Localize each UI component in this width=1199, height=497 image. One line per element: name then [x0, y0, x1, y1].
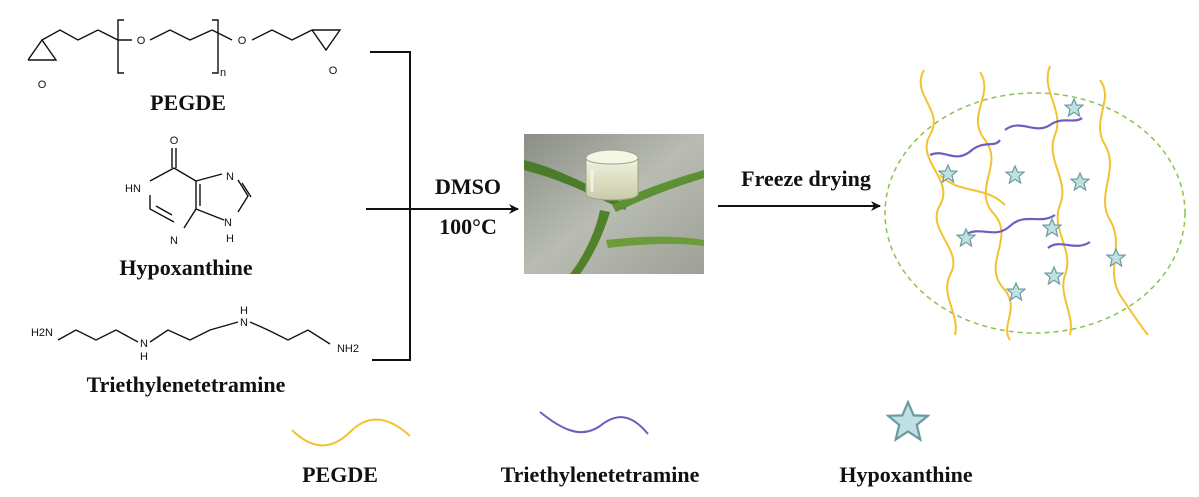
- pegde-oxygen-2: O: [238, 35, 247, 47]
- pegde-oxygen-1: O: [137, 35, 146, 47]
- hypoxanthine-structure: [149, 148, 252, 229]
- teta-nh2: NH2: [337, 343, 359, 355]
- teta-chains: [929, 117, 1091, 249]
- pegde-epoxide-oxygen-1: O: [38, 79, 47, 91]
- legend-teta-swatch: [539, 411, 649, 435]
- legend-hypoxanthine-label: Hypoxanthine: [839, 462, 972, 487]
- hypoxanthine-stars: [938, 98, 1126, 301]
- temperature-label: 100°C: [439, 214, 497, 239]
- network-boundary: [884, 92, 1186, 334]
- teta-nh-1: N: [140, 338, 148, 350]
- reactant-bracket: [366, 51, 519, 361]
- legend: PEGDE Triethylenetetramine Hypoxanthine: [291, 401, 973, 487]
- teta-h2n: H2N: [31, 327, 53, 339]
- hydrogel-network: [884, 65, 1186, 341]
- hypoxanthine-label: Hypoxanthine: [119, 255, 252, 280]
- hypoxanthine-n9-h: H: [226, 233, 234, 245]
- legend-pegde-label: PEGDE: [302, 462, 378, 487]
- hypoxanthine-n3: N: [170, 235, 178, 247]
- hypoxanthine-n9: N: [224, 217, 232, 229]
- hydrogel-photo: [524, 134, 704, 274]
- legend-pegde-swatch: [291, 418, 411, 447]
- pegde-chains: [919, 65, 1149, 341]
- legend-hypoxanthine-star: [887, 401, 929, 441]
- teta-structure: [57, 321, 331, 345]
- solvent-label: DMSO: [435, 174, 501, 199]
- legend-teta-label: Triethylenetetramine: [501, 462, 700, 487]
- hypoxanthine-n7: N: [226, 171, 234, 183]
- process-label: Freeze drying: [741, 166, 871, 191]
- teta-nh-2: N: [240, 317, 248, 329]
- hypoxanthine-hn: HN: [125, 183, 141, 195]
- hypoxanthine-oxygen: O: [170, 135, 179, 147]
- teta-nh-2-h: H: [240, 305, 248, 317]
- pegde-label: PEGDE: [150, 90, 226, 115]
- teta-nh-1-h: H: [140, 351, 148, 363]
- pegde-structure: [27, 19, 342, 74]
- pegde-repeat-n: n: [220, 67, 226, 79]
- pegde-epoxide-oxygen-2: O: [329, 65, 338, 77]
- teta-label: Triethylenetetramine: [87, 372, 286, 397]
